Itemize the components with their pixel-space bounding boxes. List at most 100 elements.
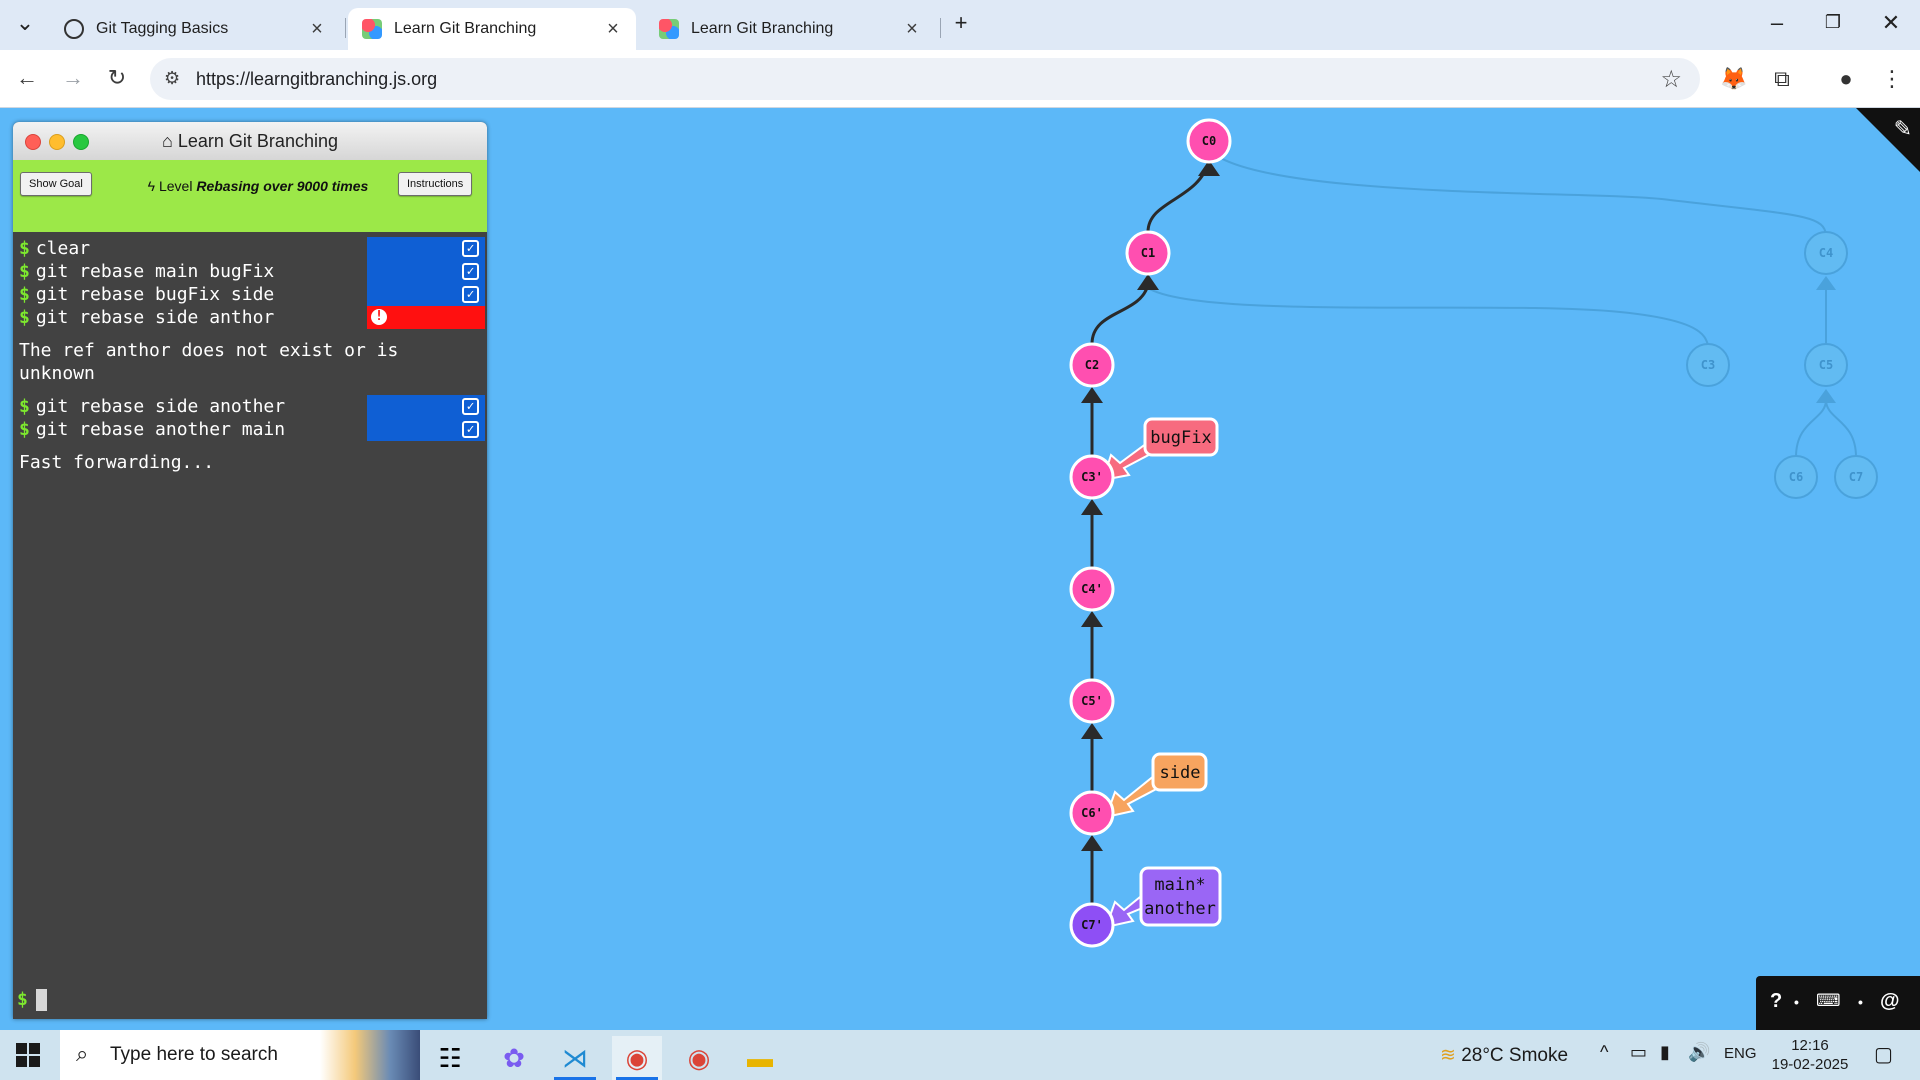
branch-label-main-another[interactable]: main* another [1139,866,1222,927]
commit-c1[interactable]: C1 [1125,230,1171,276]
commit-c3-prime[interactable]: C3' [1069,454,1115,500]
tab-strip: ⌄ Git Tagging Basics × Learn Git Branchi… [0,0,1920,50]
threads-icon[interactable]: @ [1880,990,1900,1012]
commit-label: C6 [1789,470,1803,484]
windows-start-icon[interactable] [16,1043,40,1067]
notifications-icon[interactable]: ▢ [1874,1044,1893,1066]
language-indicator[interactable]: ENG [1724,1045,1757,1062]
separator-dot: • [1858,994,1863,1010]
minimize-dot[interactable] [49,134,65,150]
close-dot[interactable] [25,134,41,150]
keyboard-icon[interactable]: ⌨ [1816,991,1841,1010]
terminal-output: $clear ✓ $git rebase main bugFix ✓ $git … [13,232,487,489]
terminal-window: ⌂ Learn Git Branching Show Goal ϟ Level … [13,122,487,1019]
bookmark-star-icon[interactable]: ☆ [1660,66,1682,93]
tab-learn-git-branching-active[interactable]: Learn Git Branching × [348,8,636,50]
help-question-icon[interactable]: ? [1770,990,1783,1012]
weather-widget[interactable]: ≋ 28°C Smoke [1440,1044,1568,1067]
prompt-symbol: $ [17,989,28,1010]
corner-ribbon[interactable] [1856,108,1920,172]
close-tab-icon[interactable]: × [311,17,323,40]
search-placeholder: Type here to search [110,1044,278,1065]
ghost-commit-c5[interactable]: C5 [1804,343,1848,387]
profile-avatar-icon[interactable]: ● [1839,66,1853,91]
ghost-commit-c6[interactable]: C6 [1774,455,1818,499]
command-text: git rebase main bugFix [35,261,275,282]
level-name: Rebasing over 9000 times [196,178,369,194]
forward-arrow-icon[interactable]: → [62,65,84,90]
menu-kebab-icon[interactable]: ⋮ [1881,66,1903,91]
close-window-icon[interactable]: ✕ [1881,10,1901,35]
github-corner-icon[interactable]: ✎ [1893,116,1912,141]
file-explorer-icon[interactable]: ▬ [747,1042,773,1073]
tab-learn-git-branching[interactable]: Learn Git Branching × [645,8,935,50]
tab-separator [940,18,941,38]
commit-c7-prime[interactable]: C7' [1069,902,1115,948]
clock[interactable]: 12:16 19-02-2025 [1765,1036,1855,1074]
metamask-extension-icon[interactable]: 🦊 [1720,66,1748,91]
instructions-button[interactable]: Instructions [398,172,473,196]
level-bar: Show Goal ϟ Level Rebasing over 9000 tim… [13,160,487,232]
prompt-symbol: $ [19,261,30,282]
commit-label: C1 [1141,246,1155,260]
commit-c6-prime[interactable]: C6' [1069,790,1115,836]
status-ok: ✓ [367,283,485,306]
task-view-icon[interactable]: ☷ [438,1042,462,1073]
ghost-commit-c7[interactable]: C7 [1834,455,1878,499]
tab-separator [345,18,346,38]
help-toolbar: ? • ⌨ • @ [1756,976,1920,1030]
address-bar[interactable]: ⚙ https://learngitbranching.js.org ☆ [150,58,1700,100]
learngitbranching-favicon-icon [659,19,679,39]
tab-title: Learn Git Branching [691,20,834,37]
prompt-symbol: $ [19,284,30,305]
tab-search-chevron-icon[interactable]: ⌄ [15,10,35,35]
chrome-profile-icon[interactable]: ◉ [687,1042,711,1073]
maximize-dot[interactable] [73,134,89,150]
back-arrow-icon[interactable]: ← [16,65,38,90]
prompt-symbol: $ [19,419,30,440]
battery-icon[interactable]: ▮ [1660,1042,1670,1062]
commit-c2[interactable]: C2 [1069,342,1115,388]
prompt-symbol: $ [19,238,30,259]
ghost-commit-c3[interactable]: C3 [1686,343,1730,387]
check-icon: ✓ [462,263,479,280]
reload-icon[interactable]: ↻ [107,65,127,90]
show-goal-button[interactable]: Show Goal [20,172,92,196]
show-hidden-icons-chevron[interactable]: ^ [1600,1042,1609,1062]
command-line: $git rebase main bugFix ✓ [19,260,485,283]
terminal-titlebar: ⌂ Learn Git Branching [13,122,487,160]
close-tab-icon[interactable]: × [906,17,918,40]
status-ok: ✓ [367,260,485,283]
copilot-icon[interactable]: ✿ [503,1042,525,1073]
branch-label-side[interactable]: side [1151,752,1208,792]
ghost-edges [1147,149,1857,458]
taskbar-search[interactable]: ⌕ Type here to search [60,1030,420,1080]
tab-git-tagging-basics[interactable]: Git Tagging Basics × [50,8,340,50]
clock-date: 19-02-2025 [1771,1056,1849,1073]
volume-icon[interactable]: 🔊 [1688,1042,1711,1062]
tab-title: Learn Git Branching [394,20,537,37]
branch-name: another [1144,899,1216,919]
commit-label: C3 [1701,358,1715,372]
restore-window-icon[interactable]: ❐ [1824,12,1842,32]
commit-label: C5' [1081,694,1103,708]
chrome-icon[interactable]: ◉ [612,1036,662,1080]
site-info-icon[interactable]: ⚙ [164,68,181,88]
branch-label-bugfix[interactable]: bugFix [1143,417,1219,457]
commit-c4-prime[interactable]: C4' [1069,566,1115,612]
minimize-window-icon[interactable]: – [1770,10,1784,35]
new-tab-plus-icon[interactable]: + [954,10,968,35]
extensions-puzzle-icon[interactable]: ⧉ [1774,66,1790,91]
commit-label: C4' [1081,582,1103,596]
commit-label: C7' [1081,918,1103,932]
commit-c5-prime[interactable]: C5' [1069,678,1115,724]
commit-c0[interactable]: C0 [1186,118,1232,164]
result-message: Fast forwarding... [19,452,215,473]
command-input[interactable]: $ [17,989,47,1011]
vscode-icon[interactable]: ⋊ [550,1036,600,1080]
command-text: git rebase another main [35,419,286,440]
close-tab-icon[interactable]: × [607,17,619,40]
ghost-commit-c4[interactable]: C4 [1804,231,1848,275]
prompt-symbol: $ [19,396,30,417]
network-icon[interactable]: ▭ [1630,1042,1648,1062]
